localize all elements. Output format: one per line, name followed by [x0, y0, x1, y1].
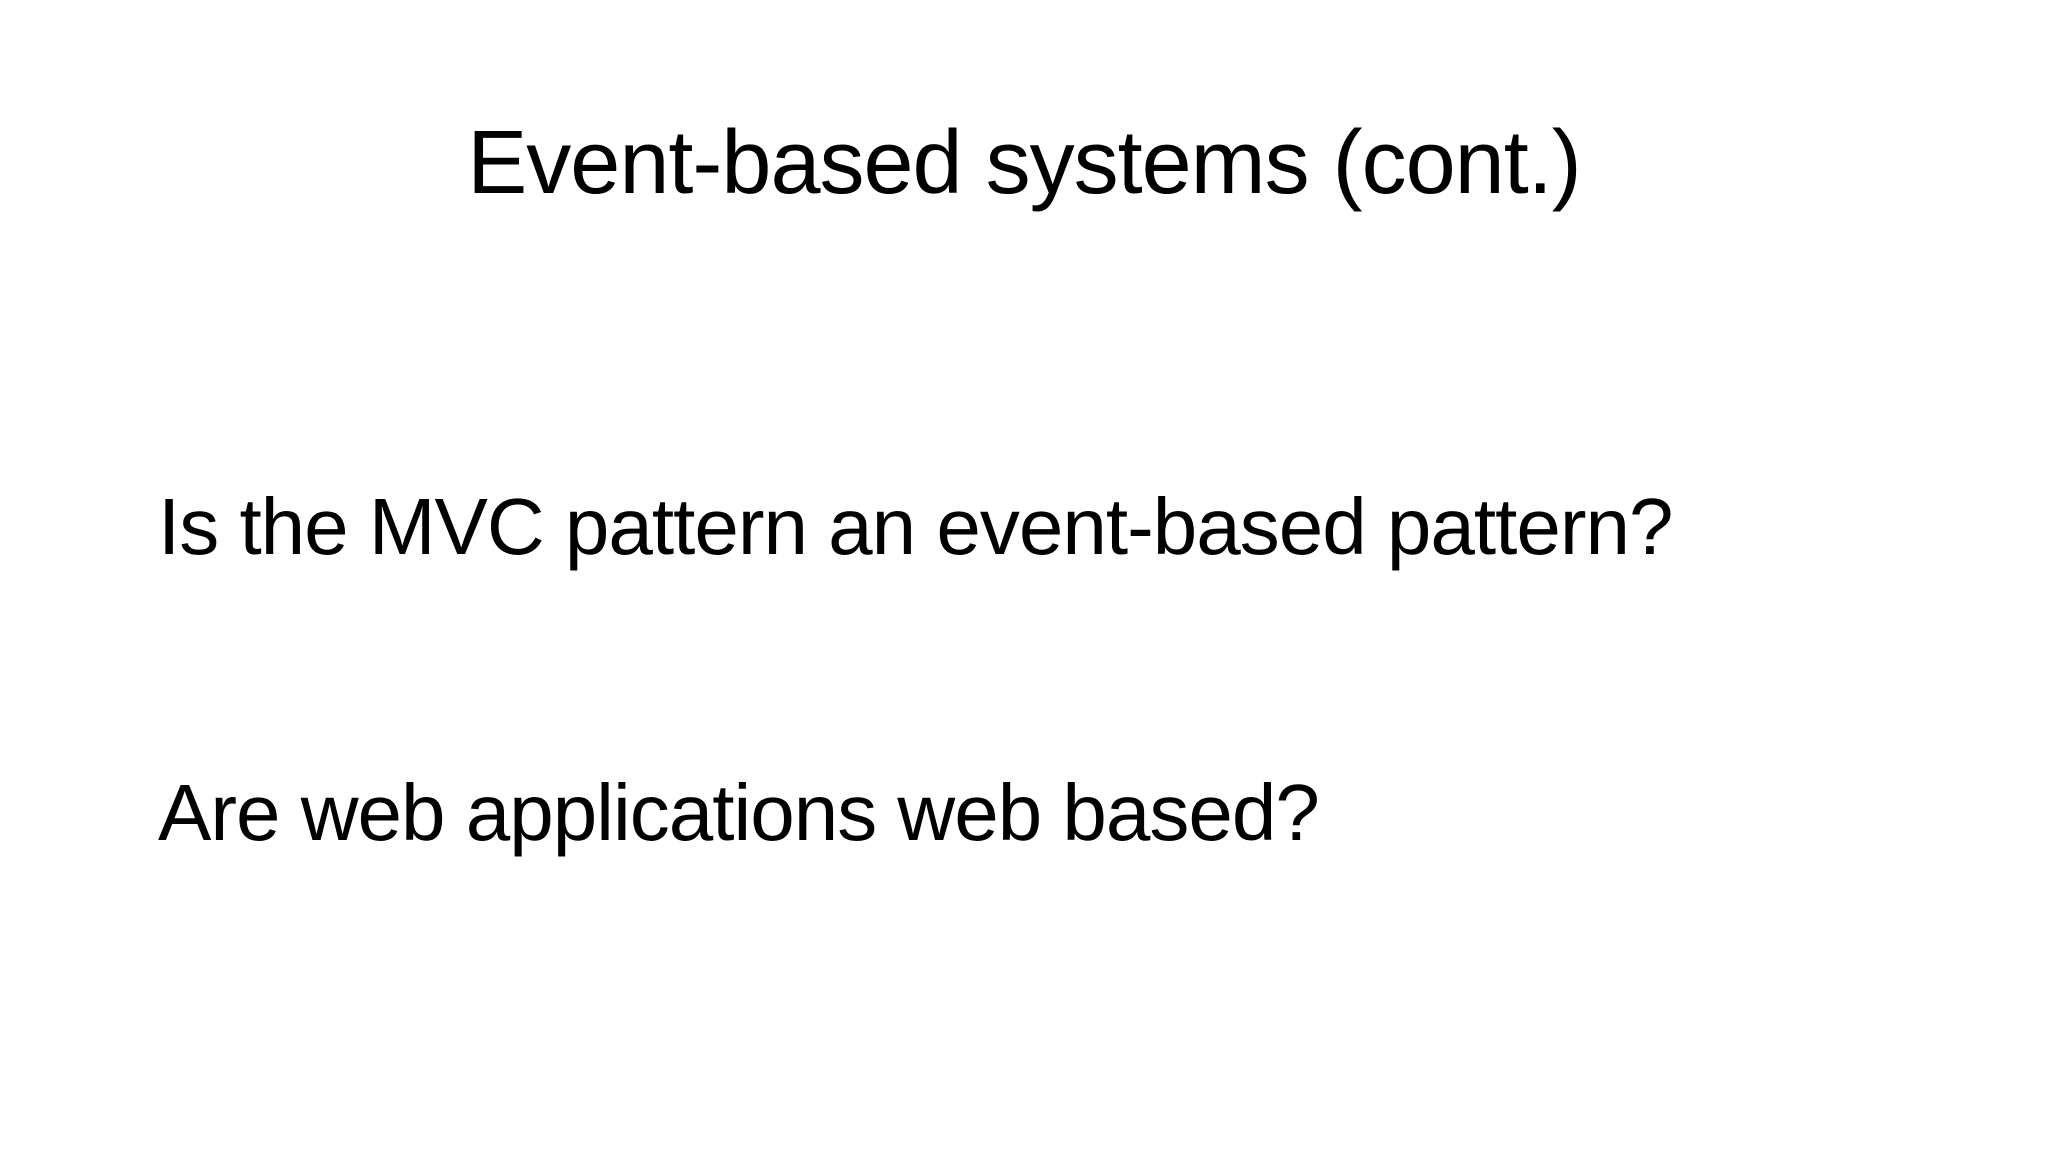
slide-question-web-apps: Are web applications web based? [158, 768, 1320, 857]
slide-title: Event-based systems (cont.) [467, 113, 1581, 213]
slide-question-mvc: Is the MVC pattern an event-based patter… [158, 482, 1673, 571]
